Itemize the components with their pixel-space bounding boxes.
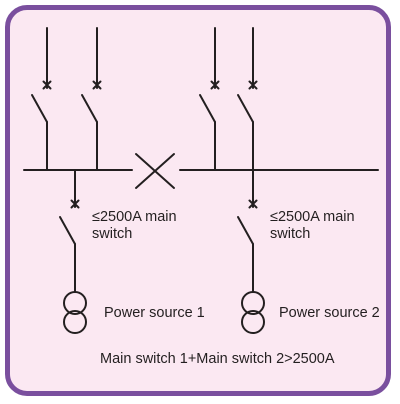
power-source-2-label: Power source 2 bbox=[279, 305, 380, 321]
main-switch-2-label-line2: switch bbox=[270, 226, 311, 242]
power-source-1-label: Power source 1 bbox=[104, 305, 205, 321]
switch-blade bbox=[31, 94, 48, 123]
bus-tie-x-icon bbox=[135, 153, 175, 189]
breaker-x-icon bbox=[248, 80, 258, 90]
feeder-1 bbox=[31, 27, 52, 171]
main-switch-2-label-line1: ≤2500A main bbox=[270, 209, 355, 225]
switch-blade bbox=[59, 216, 76, 245]
footer-note: Main switch 1+Main switch 2>2500A bbox=[100, 351, 335, 367]
main-switch-1 bbox=[59, 169, 80, 293]
switch-blade bbox=[237, 216, 254, 245]
feeder-3 bbox=[199, 27, 220, 171]
breaker-x-icon bbox=[210, 80, 220, 90]
breaker-x-icon bbox=[70, 199, 80, 209]
breaker-x-icon bbox=[92, 80, 102, 90]
main-switch-2-label: ≤2500A main switch bbox=[270, 209, 355, 243]
switch-blade bbox=[237, 94, 254, 123]
breaker-x-icon bbox=[42, 80, 52, 90]
feeder-2 bbox=[81, 27, 102, 171]
switch-blade bbox=[81, 94, 98, 123]
main-switch-2 bbox=[237, 169, 258, 293]
switch-blade bbox=[199, 94, 216, 123]
main-switch-1-label-line2: switch bbox=[92, 226, 133, 242]
main-switch-1-label: ≤2500A main switch bbox=[92, 209, 177, 243]
feeder-4 bbox=[237, 27, 258, 171]
transformer-icon bbox=[63, 291, 87, 334]
transformer-icon bbox=[241, 291, 265, 334]
breaker-x-icon bbox=[248, 199, 258, 209]
main-switch-1-label-line1: ≤2500A main bbox=[92, 209, 177, 225]
